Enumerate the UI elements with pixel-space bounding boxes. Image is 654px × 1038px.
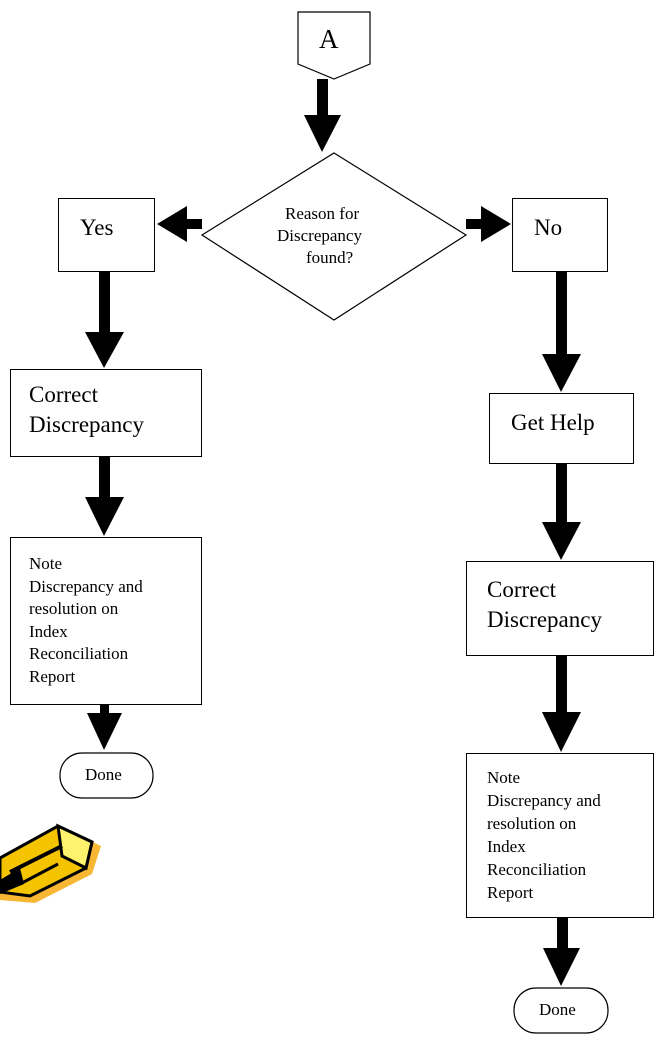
decision-diamond xyxy=(200,152,468,321)
right-correct-line1: Correct xyxy=(487,577,556,602)
get-help-label: Get Help xyxy=(511,410,595,435)
right-note-box: Note Discrepancy and resolution on Index… xyxy=(466,753,654,918)
decision-label-line1: Reason for xyxy=(285,204,360,223)
arrow-no-to-gethelp xyxy=(542,272,581,392)
done-label-left: Done xyxy=(85,765,122,784)
left-note-text: Note Discrepancy and resolution on Index… xyxy=(29,554,143,686)
branch-no-label: No xyxy=(534,215,563,240)
offpage-connector-shape xyxy=(297,11,371,80)
arrow-left-note-to-done xyxy=(87,705,122,750)
right-correct-discrepancy-box: Correct Discrepancy xyxy=(466,561,654,656)
arrow-right-correct-to-note xyxy=(542,656,581,752)
done-label-right: Done xyxy=(539,1000,576,1019)
arrow-decision-to-no xyxy=(466,206,511,242)
arrow-connector-to-decision xyxy=(304,79,341,152)
arrow-right-note-to-done xyxy=(543,918,580,986)
arrow-yes-to-correct xyxy=(85,272,124,368)
right-correct-line2: Discrepancy xyxy=(487,607,602,632)
left-correct-discrepancy-box: Correct Discrepancy xyxy=(10,369,202,457)
left-note-box: Note Discrepancy and resolution on Index… xyxy=(10,537,202,705)
right-note-text: Note Discrepancy and resolution on Index… xyxy=(487,768,601,902)
branch-yes-label: Yes xyxy=(80,215,114,240)
branch-no-box: No xyxy=(512,198,608,272)
left-correct-line2: Discrepancy xyxy=(29,412,144,437)
left-correct-line1: Correct xyxy=(29,382,98,407)
done-terminator-left xyxy=(59,752,154,799)
branch-yes-box: Yes xyxy=(58,198,155,272)
offpage-connector-label: A xyxy=(319,24,339,54)
arrow-left-correct-to-note xyxy=(85,457,124,536)
done-terminator-right xyxy=(513,987,609,1034)
decision-label-line3: found? xyxy=(306,248,354,267)
pencil-icon xyxy=(0,823,101,903)
decision-label-line2: Discrepancy xyxy=(277,226,362,245)
get-help-box: Get Help xyxy=(489,393,634,464)
arrow-decision-to-yes xyxy=(157,206,202,242)
arrow-gethelp-to-correct xyxy=(542,464,581,560)
